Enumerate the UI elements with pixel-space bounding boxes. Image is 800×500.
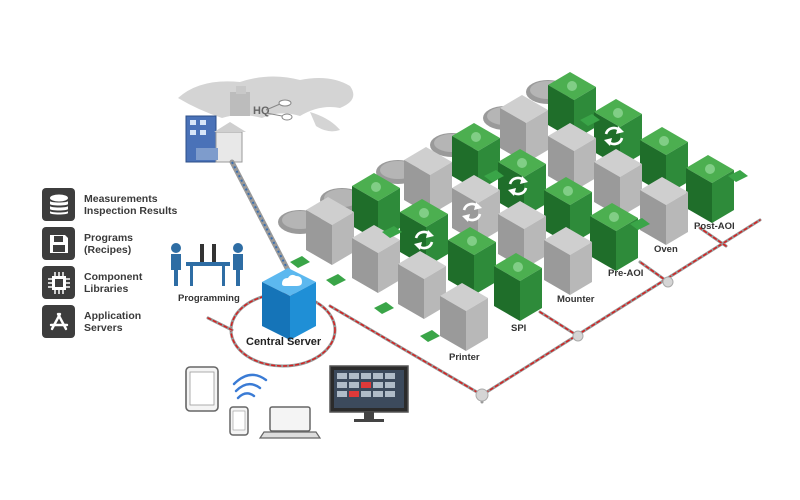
machine-green: [590, 203, 638, 271]
wifi-icon: [232, 373, 268, 400]
legend-item-measurements: Measurements Inspection Results: [42, 188, 192, 221]
machine-spi: [494, 253, 542, 321]
world-map: [178, 76, 354, 132]
machine-gray: [398, 251, 446, 319]
legend-label: Programs (Recipes): [84, 231, 134, 256]
tablet-icon: [185, 366, 219, 412]
legend-item-programs: Programs (Recipes): [42, 227, 192, 260]
oven-label: Oven: [654, 244, 678, 255]
post-aoi-label: Post-AOI: [694, 221, 735, 232]
database-icon: [42, 188, 75, 221]
machine-gray: [640, 177, 688, 245]
central-server-label: Central Server: [246, 336, 322, 348]
production-lines: [278, 72, 748, 351]
monitor-icon: [329, 365, 409, 422]
legend-label: Measurements Inspection Results: [84, 192, 178, 217]
machine-gray: [544, 227, 592, 295]
hq-building-icon: [185, 86, 250, 163]
legend-item-application-servers: Application Servers: [42, 305, 192, 338]
machine-green: [448, 227, 496, 295]
spi-label: SPI: [511, 323, 527, 334]
hq-link-nodes: [265, 99, 293, 121]
legend: Measurements Inspection Results Programs…: [42, 188, 192, 344]
phone-icon: [229, 406, 249, 436]
app-store-icon: [42, 305, 75, 338]
programming-label: Programming: [178, 293, 240, 304]
central-server-icon: [262, 268, 316, 340]
legend-label: Component Libraries: [84, 270, 143, 295]
programming-icon: [171, 243, 243, 286]
pre-aoi-label: Pre-AOI: [608, 268, 644, 279]
legend-label: Application Servers: [84, 309, 142, 334]
laptop-icon: [258, 406, 322, 439]
printer-label: Printer: [449, 352, 480, 363]
machine-printer: [440, 283, 488, 351]
floppy-disk-icon: [42, 227, 75, 260]
mounter-label: Mounter: [557, 294, 595, 305]
hq-label: HQ: [253, 105, 270, 117]
machine-green: [686, 155, 734, 223]
chip-icon: [42, 266, 75, 299]
legend-item-component-libraries: Component Libraries: [42, 266, 192, 299]
